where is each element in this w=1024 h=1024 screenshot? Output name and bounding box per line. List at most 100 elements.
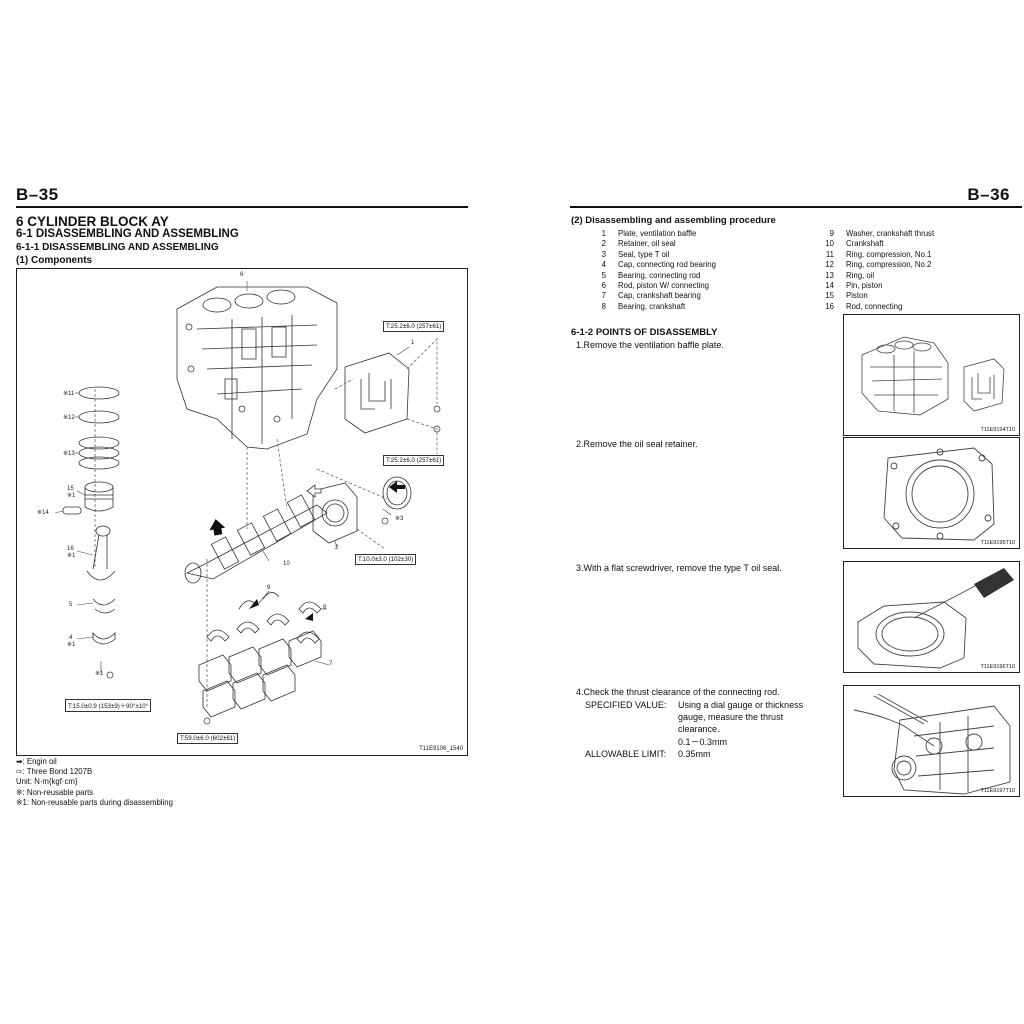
legend-item: ※1: Non-reusable parts during disassembl… — [16, 797, 173, 807]
sub-subsection-heading: 6-1-1 DISASSEMBLING AND ASSEMBLING — [16, 242, 219, 253]
list-item: 2 Retainer, oil seal — [592, 239, 716, 249]
part-number: 6 — [601, 281, 606, 291]
callout-9: 9 — [267, 585, 271, 591]
section-heading: 6 CYLINDER BLOCK AY — [16, 214, 169, 229]
bearing-caps-drawing — [198, 630, 322, 718]
legend-item: ※: Non-reusable parts — [16, 787, 94, 797]
part-name: Rod, piston W/ connecting — [618, 281, 710, 291]
page-number: B–35 — [16, 185, 59, 204]
part-number: 13 — [825, 270, 834, 280]
spec-text-3: clearance. — [678, 724, 720, 734]
part-number: 2 — [601, 239, 606, 249]
callout-3: ※3 — [395, 516, 404, 522]
cylinder-block-drawing — [176, 286, 338, 450]
part-name: Rod, connecting — [846, 301, 903, 311]
list-item: 6 Rod, piston W/ connecting — [592, 281, 716, 291]
photo-code: T11E9196T10 — [980, 664, 1015, 670]
part-number: 14 — [825, 281, 834, 291]
part-number: 11 — [825, 249, 834, 259]
screwdriver-handle — [974, 568, 1014, 598]
baffle-removal-illustration — [861, 336, 1005, 416]
callout-14: ※14 — [37, 510, 49, 516]
callout-16: 16 — [67, 546, 74, 552]
callout-1: 1 — [411, 340, 415, 346]
photo-retainer-removal: T11E9195T10 — [843, 437, 1020, 549]
limit-label: ALLOWABLE LIMIT: — [585, 749, 667, 759]
part-number: 4 — [601, 260, 606, 270]
list-item: 8 Bearing, crankshaft — [592, 302, 716, 312]
photo-seal-removal: T11E9196T10 — [843, 561, 1020, 673]
legend-item: ⇨: Three Bond 1207B — [16, 767, 93, 777]
callout-12: ※12 — [63, 415, 75, 421]
thrust-check-illustration — [853, 693, 1011, 795]
piston-rings-drawing — [78, 386, 120, 470]
section-title: 6-1-2 POINTS OF DISASSEMBLY — [571, 327, 718, 338]
subsection-heading: 6-1 DISASSEMBLING AND ASSEMBLING — [16, 228, 239, 240]
part-number: 10 — [825, 239, 834, 249]
callout-15: 15 — [67, 486, 74, 492]
list-item: 5 Bearing, connecting rod — [592, 271, 716, 281]
legend: ➡: Engin oil ⇨: Three Bond 1207B Unit: N… — [16, 757, 173, 808]
torque-spec-oil-seal-retainer: T:10.0±3.0 (102±30) — [355, 554, 417, 565]
spec-text-2: gauge, measure the thrust — [678, 712, 784, 722]
part-number: 16 — [825, 301, 834, 311]
photo-baffle-removal: T11E9194T10 — [843, 314, 1020, 436]
part-name: Piston — [846, 291, 868, 301]
page-number: B–36 — [967, 185, 1010, 204]
part-name: Bearing, connecting rod — [618, 270, 701, 280]
spec-value: 0.1－0.3mm — [678, 737, 728, 747]
callout-8: 8 — [323, 605, 327, 611]
torque-spec-bearing-cap: T:59.0±6.0 (602±61) — [177, 733, 239, 744]
figure-code: T11E9106_1540 — [419, 746, 463, 752]
step-2: 2.Remove the oil seal retainer. — [576, 439, 698, 449]
callout-non-reusable: ※1 — [95, 671, 104, 677]
exploded-view-drawing — [54, 281, 441, 725]
spec-label: SPECIFIED VALUE: — [585, 700, 667, 710]
thrust-washer-drawing — [238, 592, 280, 610]
list-item: 16 Rod, connecting — [820, 302, 934, 312]
part-name: Bearing, crankshaft — [618, 301, 686, 311]
part-number: 3 — [601, 249, 606, 259]
step-3: 3.With a flat screwdriver, remove the ty… — [576, 563, 782, 573]
legend-item: ➡: Engin oil — [16, 757, 57, 766]
callout-4: 4 — [69, 635, 73, 641]
list-item: 13 Ring, oil — [820, 271, 934, 281]
photo-thrust-check: T11E9197T10 — [843, 685, 1020, 797]
part-number: 8 — [601, 301, 606, 311]
list-item: 11 Ring, compression, No.1 — [820, 250, 934, 260]
callout-10: 10 — [283, 561, 290, 567]
header-rule — [570, 206, 1022, 208]
part-number: 5 — [601, 270, 606, 280]
crankshaft-bearings-drawing — [206, 601, 322, 644]
photo-code: T11E9197T10 — [980, 788, 1015, 794]
limit-value: 0.35mm — [678, 749, 711, 759]
part-number: 1 — [601, 229, 606, 238]
callout-6: 6 — [240, 272, 244, 278]
seal-removal-illustration — [857, 568, 1014, 669]
part-name: Cap, crankshaft bearing — [618, 291, 701, 301]
connecting-rod-drawing — [86, 525, 116, 581]
part-name: Pin, piston — [846, 281, 883, 291]
part-name: Ring, compression, No.1 — [846, 249, 932, 259]
piston-pin-drawing — [62, 506, 82, 515]
retainer-removal-illustration — [883, 447, 995, 541]
list-item: 7 Cap, crankshaft bearing — [592, 291, 716, 301]
torque-spec-baffle-upper: T:25.2±6.0 (257±61) — [383, 321, 445, 332]
part-name: Ring, oil — [846, 270, 875, 280]
part-name: Retainer, oil seal — [618, 239, 676, 249]
legend-item: Unit: N·m{kgf·cm} — [16, 777, 78, 787]
list-item: 3 Seal, type T oil — [592, 250, 716, 260]
spec-text-1: Using a dial gauge or thickness — [678, 700, 804, 710]
part-name: Seal, type T oil — [618, 249, 670, 259]
callout-2: 2 — [335, 545, 339, 551]
part-number: 7 — [601, 291, 606, 301]
rod-bearing-drawing — [92, 598, 116, 645]
part-name: Cap, connecting rod bearing — [618, 260, 716, 270]
step-1: 1.Remove the ventilation baffle plate. — [576, 340, 724, 350]
callout-5: 5 — [69, 602, 73, 608]
photo-code: T11E9194T10 — [980, 427, 1015, 433]
